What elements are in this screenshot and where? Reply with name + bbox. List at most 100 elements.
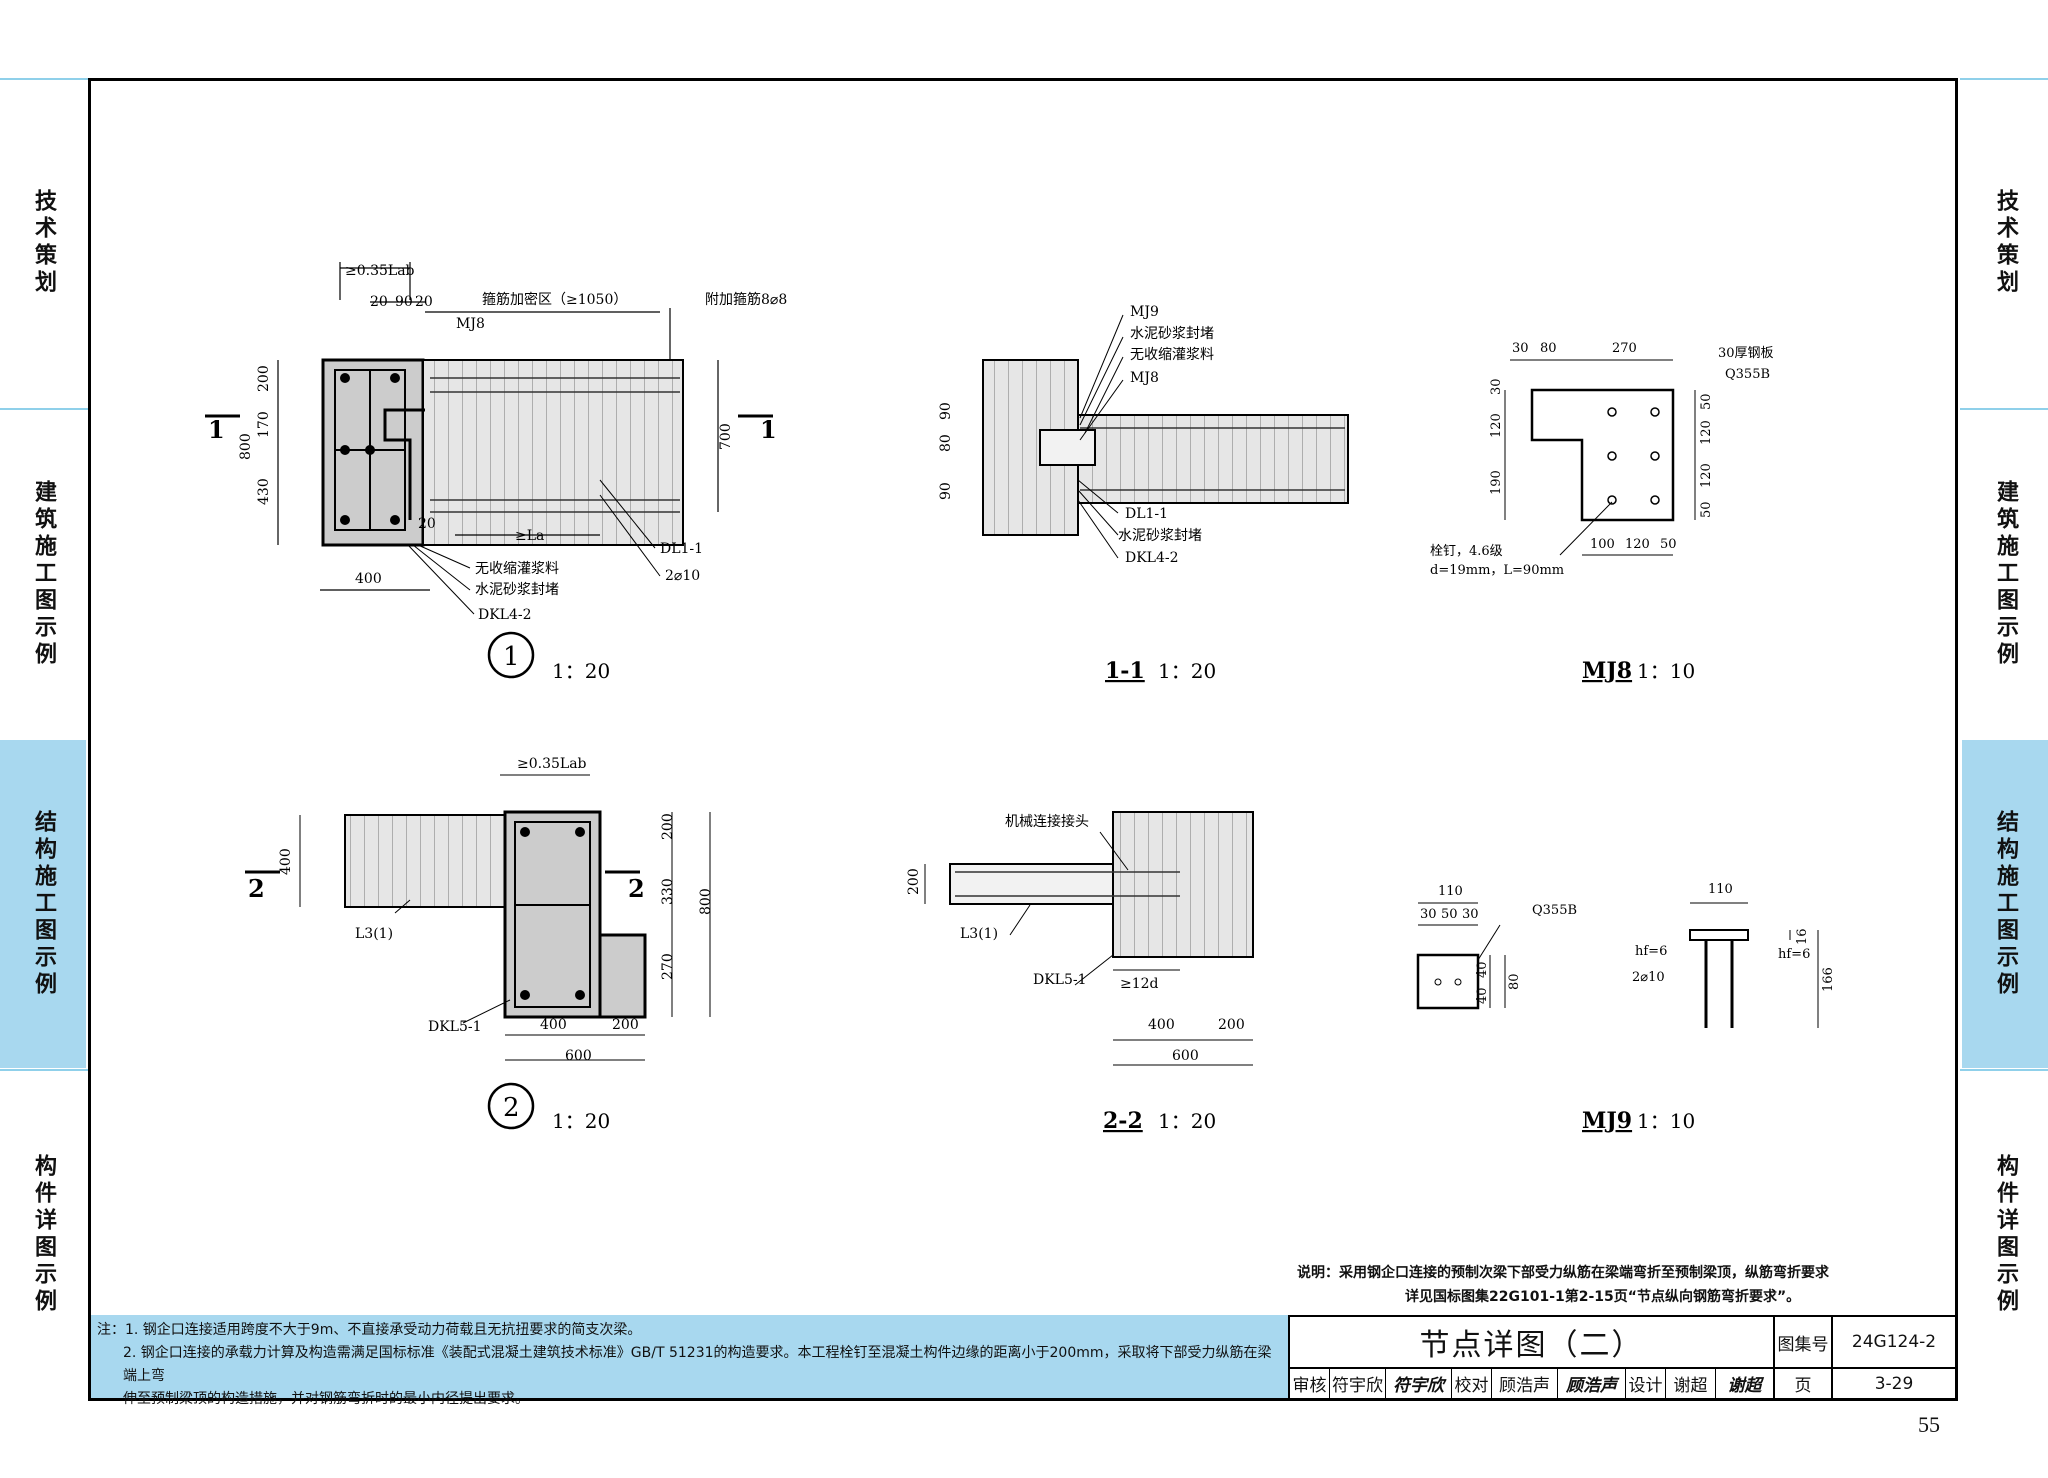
dim: 120	[1489, 413, 1504, 438]
side-tab-tech-planning[interactable]: 技术策划	[31, 189, 56, 297]
dim: 20	[418, 516, 436, 532]
side-tab-structure-right-active[interactable]: 结构施工图示例	[1962, 740, 2048, 1068]
detail-number-1: 1	[503, 642, 520, 672]
tab-rule	[1960, 78, 2048, 80]
section-mark-2-left: 2	[248, 874, 265, 903]
label-mech-coupler: 机械连接接头	[1005, 813, 1089, 830]
section-2-2: 200 ≥12d 400 200 600 机械连接接头 L3(1) DKL5-1…	[906, 811, 1254, 1134]
section-name-mj8: MJ8	[1582, 658, 1632, 684]
note-2-cont: 伸至预制梁顶的构造措施，并对钢筋弯折时的最小内径提出要求。	[123, 1391, 529, 1407]
dim: 30	[1420, 907, 1437, 922]
label-grout: 无收缩灌浆料	[475, 561, 559, 577]
label-l3-1: L3(1)	[960, 926, 998, 942]
dim: 700	[718, 423, 734, 450]
label-dkl4-2: DKL4-2	[1125, 550, 1179, 566]
dim: 400	[278, 848, 294, 875]
explanation-line-2: 详见国标图集22G101-1第2-15页“节点纵向钢筋弯折要求”。	[1405, 1289, 1801, 1305]
section-mark-1-left: 1	[208, 415, 225, 444]
side-tab-architecture-right[interactable]: 建筑施工图示例	[1993, 479, 2018, 669]
review-label: 审核	[1290, 1369, 1330, 1398]
dim-035lab: ≥0.35Lab	[517, 756, 587, 772]
label-q355b: Q355B	[1725, 367, 1770, 382]
dim: 200	[906, 868, 922, 895]
explanation: 说明：采用钢企口连接的预制次梁下部受力纵筋在梁端弯折至预制梁顶，纵筋弯折要求 详…	[1297, 1261, 1937, 1309]
side-tab-component[interactable]: 构件详图示例	[31, 1154, 56, 1316]
section-mark-2-right: 2	[628, 874, 645, 903]
sheet-page: 3-29	[1874, 1373, 1914, 1394]
label-dkl5-1: DKL5-1	[428, 1019, 482, 1035]
label-l3-1: L3(1)	[355, 926, 393, 942]
check-label: 校对	[1452, 1369, 1492, 1398]
checker-signature: 顾浩声	[1558, 1369, 1626, 1398]
dim: 30	[1462, 907, 1479, 922]
detail-2: ≥0.35Lab 400 200 330 270 800 400 200 600…	[245, 756, 714, 1133]
detail-number-2: 2	[503, 1093, 520, 1123]
dim: 400	[355, 571, 382, 587]
label-mj8: MJ8	[456, 316, 485, 332]
explanation-line-1: 说明：采用钢企口连接的预制次梁下部受力纵筋在梁端弯折至预制梁顶，纵筋弯折要求	[1297, 1265, 1829, 1281]
dim: 50	[1699, 501, 1714, 518]
mj9-plate-side	[1689, 929, 1749, 941]
dim: 270	[660, 953, 676, 980]
dim: 166	[1821, 967, 1836, 992]
label-dkl4-2: DKL4-2	[478, 607, 532, 623]
label-stud-size: d=19mm，L=90mm	[1430, 563, 1564, 578]
scale-mj8: 1：10	[1637, 659, 1695, 683]
dim: 90	[938, 482, 954, 500]
note-2: 2. 钢企口连接的承载力计算及构造需满足国标标准《装配式混凝土建筑技术标准》GB…	[123, 1345, 1272, 1384]
dim: 40	[1475, 961, 1490, 978]
dim: 30	[1512, 341, 1529, 356]
dim: 80	[1507, 973, 1522, 990]
dim: 110	[1438, 884, 1463, 899]
dim-la: ≥La	[515, 528, 544, 544]
scale-2: 1：20	[552, 1109, 610, 1133]
sheet-title: 节点详图（二）	[1290, 1317, 1775, 1369]
scale-1: 1：20	[552, 659, 610, 683]
mj8-plate	[383, 408, 425, 520]
dim-12d: ≥12d	[1120, 976, 1159, 992]
dim: 80	[1540, 341, 1557, 356]
dim: 600	[565, 1048, 592, 1064]
side-tab-component-right[interactable]: 构件详图示例	[1993, 1154, 2018, 1316]
designer-name: 谢超	[1666, 1369, 1716, 1398]
dim: 50	[1660, 537, 1677, 552]
label-30mm-plate: 30厚钢板	[1718, 346, 1774, 361]
dim: 200	[256, 365, 272, 392]
side-tab-tech-planning-right[interactable]: 技术策划	[1993, 189, 2018, 297]
dim: 400	[1148, 1017, 1175, 1033]
label-mj9: MJ9	[1130, 304, 1159, 320]
dim: 110	[1708, 882, 1733, 897]
checker-name: 顾浩声	[1492, 1369, 1558, 1398]
label-extra-stirrup: 附加箍筋8⌀8	[705, 291, 787, 308]
dim-035lab: ≥0.35Lab	[345, 263, 415, 279]
dim: 50	[1699, 393, 1714, 410]
notes-panel: 注：1. 钢企口连接适用跨度不大于9m、不直接承受动力荷载且无抗扭要求的简支次梁…	[91, 1315, 1288, 1407]
label-stud: 栓钉，4.6级	[1430, 544, 1503, 559]
mj8-plate-outline	[1530, 388, 1675, 522]
dim: 800	[698, 888, 714, 915]
drawing-frame	[88, 78, 1958, 1401]
atlas-label: 图集号	[1775, 1317, 1833, 1369]
dim: 170	[256, 411, 272, 438]
mj8-detail: 30 80 270 30 120 190 50 120 120 50 100 1…	[1430, 341, 1774, 684]
label-2d10: 2⌀10	[1632, 970, 1665, 985]
dim: 430	[256, 478, 272, 505]
dim-dense-zone: 箍筋加密区（≥1050）	[482, 291, 627, 308]
dim: 120	[1699, 420, 1714, 445]
dim: 90	[395, 294, 413, 310]
section-mark-1-right: 1	[760, 415, 777, 444]
tab-rule	[1960, 1069, 2048, 1071]
side-tab-structure-active[interactable]: 结构施工图示例	[0, 740, 86, 1068]
dim: 16	[1795, 928, 1810, 945]
tab-rule	[0, 78, 88, 80]
title-block: 节点详图（二） 图集号 24G124-2 审核 符宇欣 符宇欣 校对 顾浩声 顾…	[1288, 1315, 1955, 1398]
scale-1-1: 1：20	[1158, 659, 1216, 683]
label-mortar: 水泥砂浆封堵	[1130, 326, 1214, 342]
scale-2-2: 1：20	[1158, 1109, 1216, 1133]
dim: 20	[370, 294, 388, 310]
detail-bubble-2	[487, 1082, 535, 1130]
label-grout: 无收缩灌浆料	[1130, 347, 1214, 363]
dkl5-1-column	[503, 810, 602, 1019]
side-tab-architecture[interactable]: 建筑施工图示例	[31, 479, 56, 669]
